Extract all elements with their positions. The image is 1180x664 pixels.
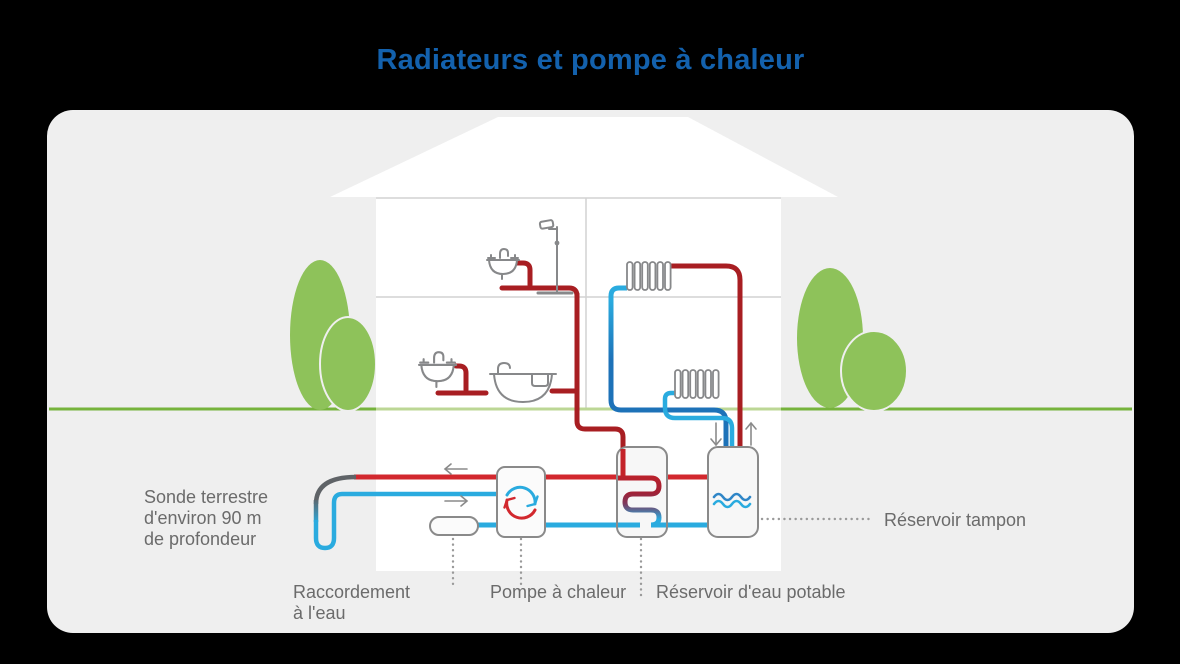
arrow-left-icon bbox=[443, 463, 468, 475]
label-buffer-tank: Réservoir tampon bbox=[884, 510, 1027, 530]
radiator-icon-upper bbox=[626, 261, 672, 291]
heating-coil bbox=[618, 475, 666, 528]
radiator-icon-lower bbox=[674, 369, 720, 399]
label-ground-probe: Sonde terrestre d'environ 90 m de profon… bbox=[144, 487, 269, 549]
right-tree bbox=[797, 268, 908, 412]
cycle-arrows-icon bbox=[503, 485, 539, 520]
left-tree bbox=[290, 260, 377, 412]
hot-water-pipes bbox=[435, 260, 626, 452]
bathroom-sink-icon bbox=[486, 247, 520, 280]
probe-bend-gray bbox=[313, 474, 357, 505]
label-connectors bbox=[451, 517, 876, 599]
buffer-tank bbox=[707, 446, 759, 538]
arrow-up-icon bbox=[745, 421, 757, 446]
bathtub-icon bbox=[489, 361, 557, 404]
arrow-right-icon bbox=[444, 495, 469, 507]
radiator-return-pipe-light bbox=[662, 390, 735, 449]
label-potable-tank: Réservoir d'eau potable bbox=[656, 582, 846, 602]
radiator-supply-pipe bbox=[670, 263, 743, 449]
radiator-return-pipe-dark bbox=[608, 285, 729, 449]
washroom-sink-icon bbox=[417, 351, 458, 389]
label-water-connection: Raccordement à l'eau bbox=[293, 582, 411, 623]
heat-pump-box bbox=[496, 466, 546, 538]
label-heat-pump: Pompe à chaleur bbox=[490, 582, 627, 602]
page-title: Radiateurs et pompe à chaleur bbox=[376, 44, 805, 76]
ground-probe-pipe bbox=[313, 491, 500, 551]
shower-icon bbox=[536, 219, 574, 295]
arrow-down-icon bbox=[710, 422, 722, 447]
roof bbox=[330, 117, 838, 197]
water-waves-icon bbox=[712, 492, 752, 509]
water-connection-box bbox=[429, 516, 479, 536]
